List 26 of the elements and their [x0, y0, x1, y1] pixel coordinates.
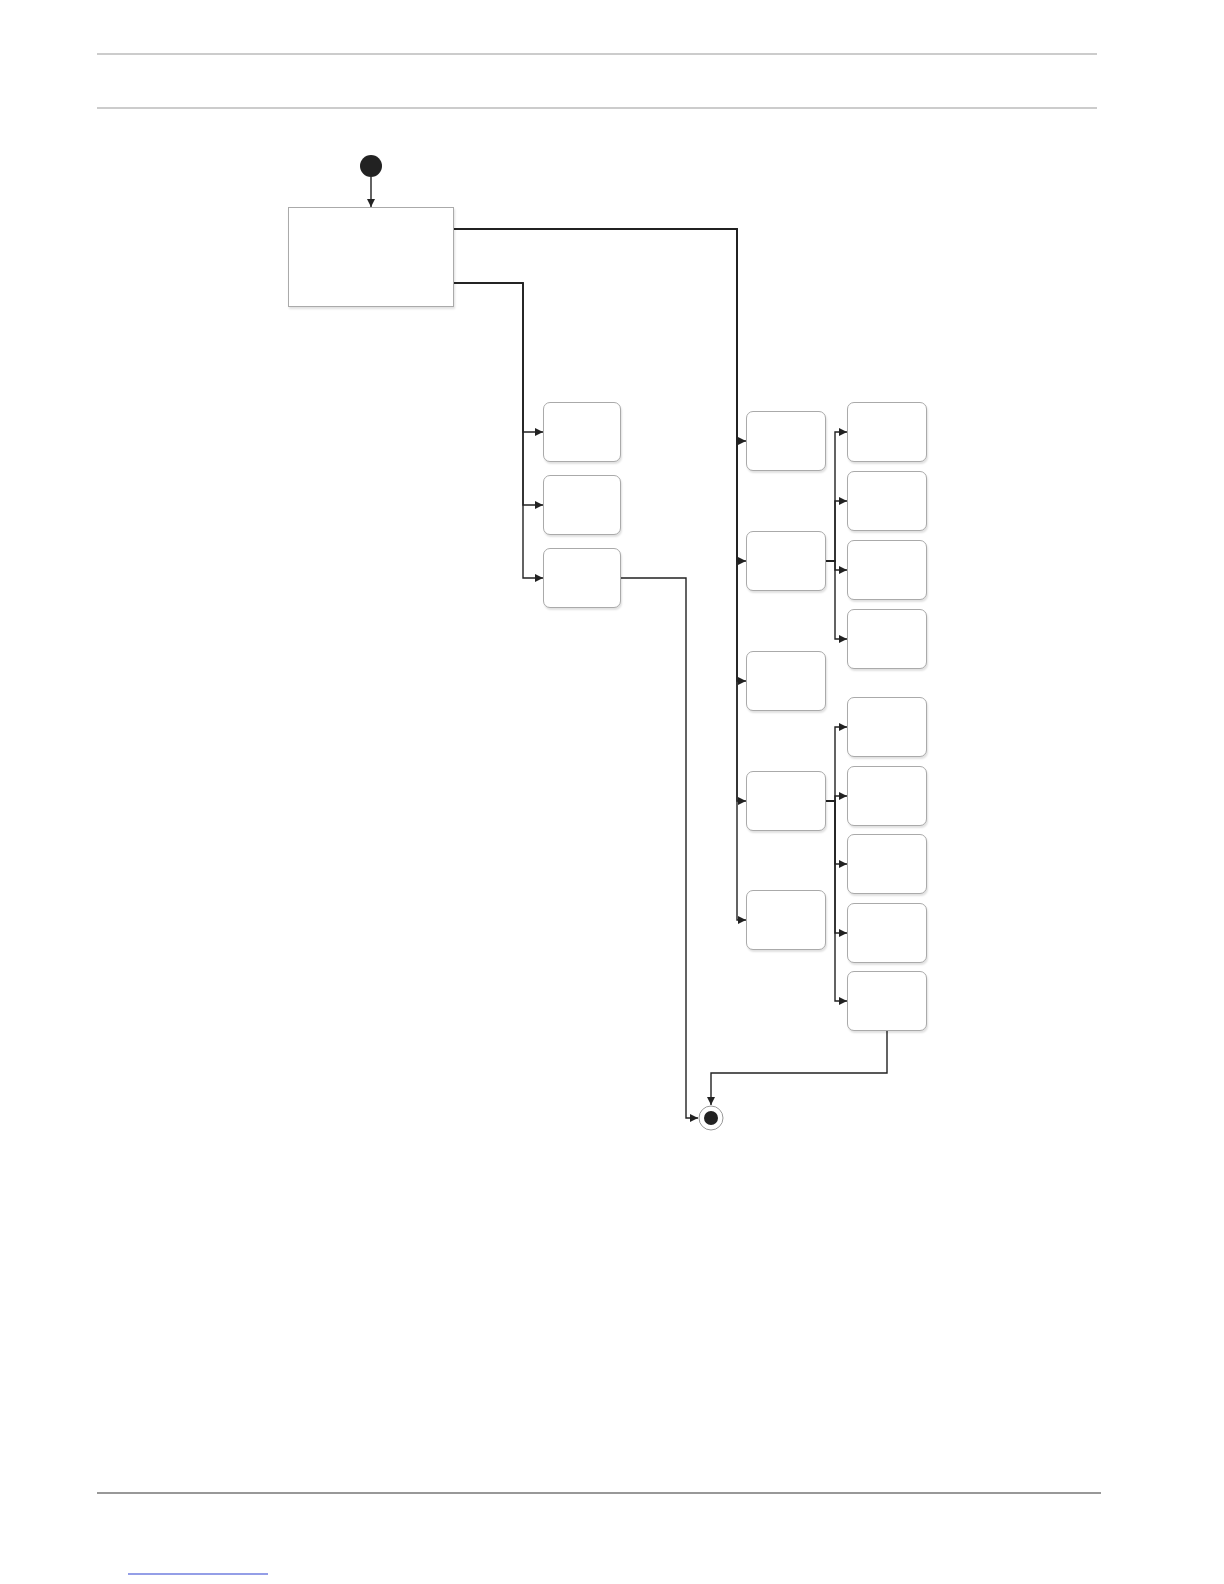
activity-box — [746, 411, 826, 471]
arrow — [825, 560, 848, 643]
process-box — [288, 207, 454, 307]
activity-box — [847, 402, 927, 462]
activity-box — [847, 609, 927, 669]
arrow — [453, 282, 544, 582]
activity-box — [543, 402, 621, 462]
activity-box — [543, 475, 621, 535]
activity-box — [847, 471, 927, 531]
activity-box — [847, 834, 927, 894]
final-node — [698, 1105, 724, 1131]
activity-box — [847, 766, 927, 826]
initial-node — [360, 155, 382, 177]
arrow — [825, 800, 848, 1005]
activity-box — [847, 540, 927, 600]
activity-box — [746, 771, 826, 831]
arrow — [367, 176, 375, 208]
activity-box — [543, 548, 621, 608]
arrow — [707, 1030, 888, 1106]
activity-box — [847, 697, 927, 757]
activity-box — [746, 651, 826, 711]
activity-box — [847, 903, 927, 963]
activity-box — [746, 890, 826, 950]
activity-box — [847, 971, 927, 1031]
activity-box — [746, 531, 826, 591]
arrow — [620, 577, 699, 1122]
